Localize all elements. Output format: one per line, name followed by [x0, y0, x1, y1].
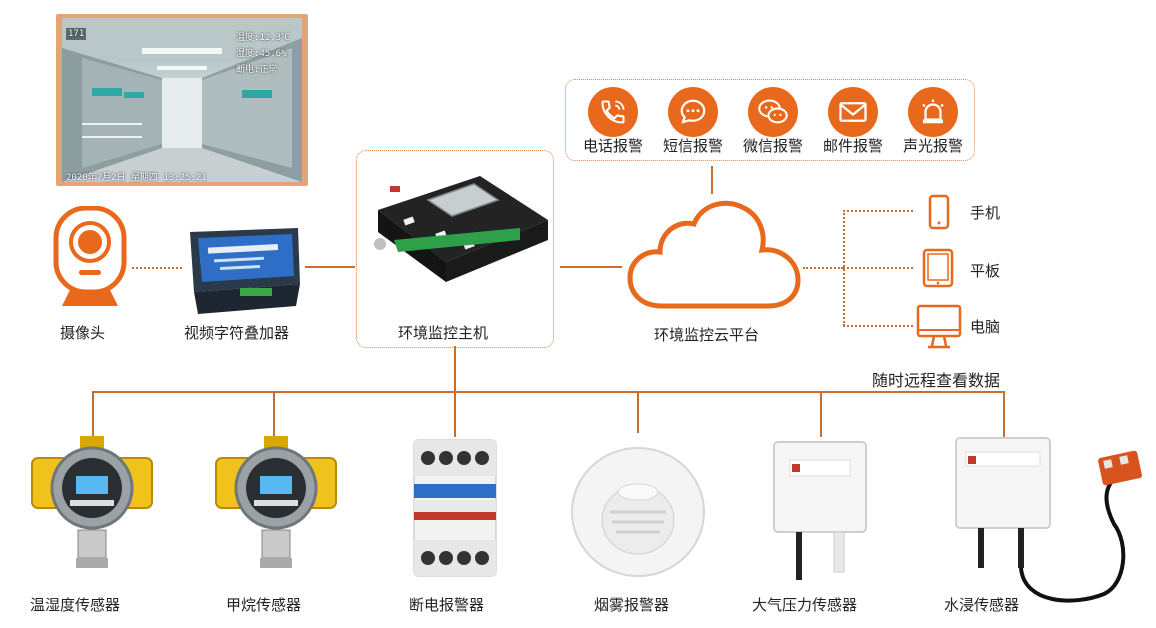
phone-icon	[588, 87, 638, 137]
connector-cloud-clients	[803, 267, 843, 269]
bracket-computer	[843, 325, 913, 327]
power-alarm-image	[412, 438, 498, 578]
smoke-alarm-image	[570, 436, 706, 578]
alert-label-sms: 短信报警	[662, 137, 723, 155]
client-label-phone: 手机	[970, 204, 1001, 222]
alert-label-phone: 电话报警	[582, 137, 643, 155]
corridor-illustration	[62, 18, 302, 182]
camera-device-icon	[52, 205, 128, 310]
remote-caption: 随时远程查看数据	[872, 371, 1001, 390]
bracket-phone	[843, 210, 913, 212]
sensor-label-water: 水浸传感器	[944, 596, 1020, 614]
overlay-power: 断电:正常	[236, 65, 278, 75]
siren-icon	[908, 87, 958, 137]
tablet-icon	[922, 248, 954, 292]
overlay-temperature: 温度:12.3℃	[236, 33, 291, 43]
connector-camera-overlay	[132, 267, 182, 269]
client-label-computer: 电脑	[970, 318, 1001, 336]
alert-label-mail: 邮件报警	[822, 137, 883, 155]
drop-temp-humidity	[92, 391, 94, 437]
cloud-icon	[626, 196, 802, 316]
overlay-timestamp: 2020年7月2日 星期四 13:25:21	[66, 173, 207, 182]
sensor-label-power: 断电报警器	[409, 596, 485, 614]
sensor-label-temp-humidity: 温湿度传感器	[30, 596, 121, 614]
connector-host-cloud	[560, 266, 622, 268]
camera-label: 摄像头	[60, 324, 106, 342]
wechat-icon	[748, 87, 798, 137]
host-label: 环境监控主机	[398, 324, 489, 342]
drop-power	[454, 391, 456, 437]
alert-label-siren: 声光报警	[902, 137, 963, 155]
sensor-label-methane: 甲烷传感器	[226, 596, 302, 614]
mail-icon	[828, 87, 878, 137]
sms-icon	[668, 87, 718, 137]
client-label-tablet: 平板	[970, 262, 1001, 280]
camera-feed-image: 171 温度:12.3℃ 湿度:45.6% 断电:正常 2020年7月2日 星期…	[56, 14, 308, 186]
sensor-label-pressure: 大气压力传感器	[752, 596, 858, 614]
drop-water	[1003, 391, 1005, 437]
alert-label-wechat: 微信报警	[742, 137, 803, 155]
sensor-bus	[92, 391, 1004, 393]
cloud-label: 环境监控云平台	[654, 326, 760, 344]
overlay-humidity: 湿度:45.6%	[236, 49, 287, 59]
monitoring-host-device	[360, 170, 550, 295]
room-number: 171	[66, 28, 87, 40]
drop-pressure	[820, 391, 822, 437]
overlay-device-label: 视频字符叠加器	[184, 324, 290, 342]
connector-overlay-host	[305, 266, 355, 268]
drop-methane	[273, 391, 275, 437]
bracket-tablet	[843, 267, 913, 269]
sensor-label-smoke: 烟雾报警器	[594, 596, 670, 614]
water-sensor-image	[954, 434, 1144, 614]
connector-alert-cloud	[711, 166, 713, 194]
video-overlay-device	[180, 220, 305, 315]
phone-device-icon	[928, 194, 950, 234]
computer-icon	[916, 304, 962, 354]
connector-host-bus	[454, 346, 456, 392]
camera-view: 171 温度:12.3℃ 湿度:45.6% 断电:正常 2020年7月2日 星期…	[62, 18, 302, 182]
methane-sensor-image	[214, 436, 338, 582]
temp-humidity-sensor-image	[30, 436, 154, 582]
alert-group	[565, 79, 975, 161]
drop-smoke	[637, 391, 639, 433]
pressure-sensor-image	[770, 440, 870, 582]
